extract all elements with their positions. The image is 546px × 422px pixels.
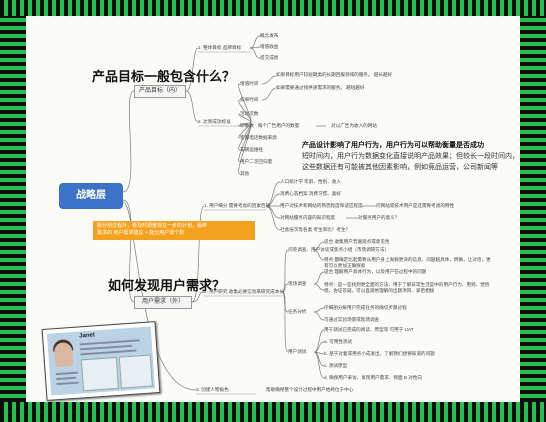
need-note: 帮助确保整个设计过程中用户始终位于中心 xyxy=(266,387,354,392)
highlight-line: 需求的 用户需求建议 + 能分用户需个数 xyxy=(97,230,185,236)
goal-note: 对以广告为收入的网站 xyxy=(331,123,377,128)
goal-leaf: 活动次数 xyxy=(240,111,259,116)
need-note: a. 可用性测试 xyxy=(324,339,353,344)
goal-leaf: 如果时间 xyxy=(240,97,259,102)
note-heading: 产品设计影响了用户行为，用户行为可以帮助衡量是否成功 xyxy=(302,142,484,149)
goal-leaf: 概念发布 xyxy=(260,33,279,38)
goal-leaf: 提交成绩 xyxy=(260,55,279,60)
persona-name: Janet xyxy=(79,332,96,340)
need-note: 特点：是一些找到更全面的方法、用于了解日常生活是中的用户行为、用到、觉悟感、佐证… xyxy=(324,282,490,293)
need-note: 适合 收集用户普遍观点或意见性 xyxy=(324,239,390,244)
need-note: 用于测试已完成的阅读、原型等 可用于 UAT xyxy=(324,327,414,332)
need-leaf: 人口统计学 年龄、性别、收入 xyxy=(280,179,341,184)
goal-leaf: 增值收益 xyxy=(260,44,279,49)
goal-note: 如果目标用户较短期类的长期回报领域的服务。 越长越好 xyxy=(276,72,393,77)
note-line: 这些数据还有可能被其他因素影响，例如竞品运营，公司新闻等 xyxy=(302,164,498,171)
need-leaf: 消费心态档案 消费习惯、喜好 xyxy=(280,191,341,196)
need-leaf: 问卷调查、用户访谈或焦点小组（市场调研方法） xyxy=(288,247,390,252)
need-note: 问网站或技术用户是还需要考虑的特性 xyxy=(376,203,455,208)
decorative-border-bottom xyxy=(0,402,546,422)
need-leaf: 社会层次等各类 考生单比？考生？ xyxy=(280,227,351,232)
mind-map-canvas: 战略层 产品目标一般包含什么？ 如何发现用户需求？ 产品目标（内） 用户需求（外… xyxy=(26,16,520,402)
need-leaf: 现场调查 xyxy=(288,281,307,286)
goal-leaf: 印象数 · 每个广告用户的数量 xyxy=(240,123,300,128)
need-branch-1: 1. 用户细分 需要考虑的因素包括 xyxy=(204,203,271,208)
decorative-border-right xyxy=(520,16,546,402)
goal-leaf: 车辆运维经 xyxy=(240,147,263,152)
need-note: b. 基于对着或用点小成发出，了解我们想要知道的问题 xyxy=(324,351,435,356)
goal-leaf: 用户二次回归量 xyxy=(240,159,273,164)
heading-product-goal: 产品目标一般包含什么？ xyxy=(92,69,236,84)
goal-branch-2: 2. 达到成功标准 xyxy=(198,119,231,124)
goal-leaf: 客服电话数据来源 xyxy=(240,135,277,140)
decorative-border-top xyxy=(0,0,546,16)
need-note: 对服务用户的意义？ xyxy=(358,215,400,220)
need-leaf: 用户对技术和网站的熟悉程度和适应程度 xyxy=(280,203,363,208)
need-note: c. 测试原型 xyxy=(324,363,348,368)
need-note: d. 确保用户采访，发现用户需求、侧面 B 对性向 xyxy=(324,375,423,380)
need-leaf: 对网站服务内容的知识程度 xyxy=(280,215,336,220)
need-note: 适合 理解用户具体行为，以及用户在过程中的问题 xyxy=(324,269,427,274)
goal-branch-1: 1. 整体目标 品牌目标 xyxy=(198,45,242,50)
persona-photo: Janet xyxy=(41,321,161,401)
node-product-goal: 产品目标（内） xyxy=(134,85,186,98)
need-leaf: 用户测试 xyxy=(288,349,307,354)
note-line: 短时间内，用户行为数据变化直接说明产品效果；但较长一段时间内， xyxy=(302,153,519,160)
need-branch-3: 3. 创建人物角色 xyxy=(196,387,229,392)
decorative-border-left xyxy=(0,16,26,402)
node-user-need: 用户需求（外） xyxy=(134,296,192,309)
edge-center-need xyxy=(122,199,135,303)
need-branch-2: 2. 用户研究 收集必要信息来研究成本长 xyxy=(204,289,284,294)
need-leaf: 任务分析 xyxy=(288,309,307,314)
goal-leaf: 其他 xyxy=(240,171,250,176)
heading-user-needs: 如何发现用户需求？ xyxy=(108,278,226,293)
highlight-line: 除分别过程外，要及时调整现在一步的计划，最终 xyxy=(97,223,208,229)
goal-note: 如果需要通过找供速需求的服务。 越短越好 xyxy=(276,85,365,90)
goal-leaf: 增值时间 xyxy=(240,81,259,86)
need-note: 可通过实验场景或现场调查 xyxy=(324,317,380,322)
connector-lines xyxy=(122,35,376,395)
need-note: 仔细剖分解用户完成任务的确切步骤过程 xyxy=(324,305,407,310)
highlight-callout: 除分别过程外，要及时调整现在一步的计划，最终 需求的 用户需求建议 + 能分用户… xyxy=(93,221,255,240)
central-topic: 战略层 xyxy=(59,183,123,209)
edge-center-goal xyxy=(122,90,135,193)
need-note: 特点 都确定比起需要从用户身上发掘更深的信息、问题越具体，明确，让对话，更有可以… xyxy=(324,257,491,268)
